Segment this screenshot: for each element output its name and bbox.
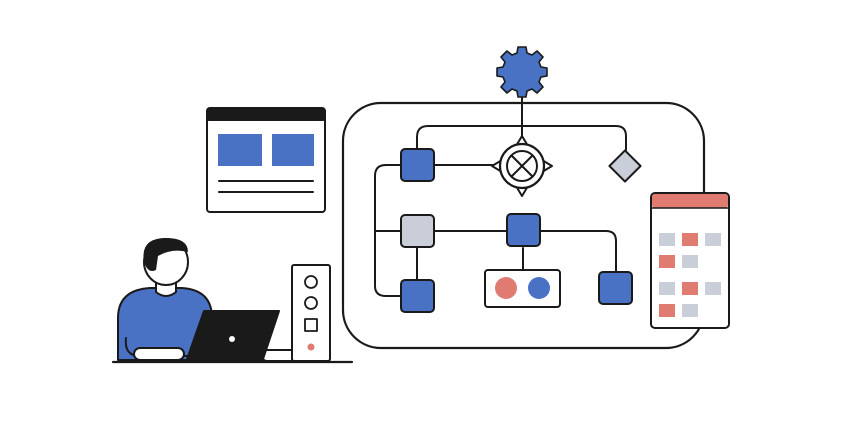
token-box (484, 269, 561, 308)
process-node (598, 271, 633, 305)
process-node (400, 148, 435, 182)
process-node-active (400, 214, 435, 248)
browser-image-right (272, 134, 314, 166)
process-node (400, 279, 435, 313)
calendar-panel-icon (650, 192, 730, 329)
compass-gateway-icon (491, 135, 553, 197)
gear-icon (496, 46, 548, 98)
workflow-connectors (374, 89, 627, 297)
person-icon (117, 238, 303, 362)
computer-tower-icon (291, 264, 331, 362)
process-node (506, 213, 541, 247)
browser-window-icon (206, 107, 326, 213)
token-red (495, 277, 517, 299)
token-blue (528, 277, 550, 299)
browser-image-left (218, 134, 262, 166)
diamond-icon (608, 149, 642, 183)
